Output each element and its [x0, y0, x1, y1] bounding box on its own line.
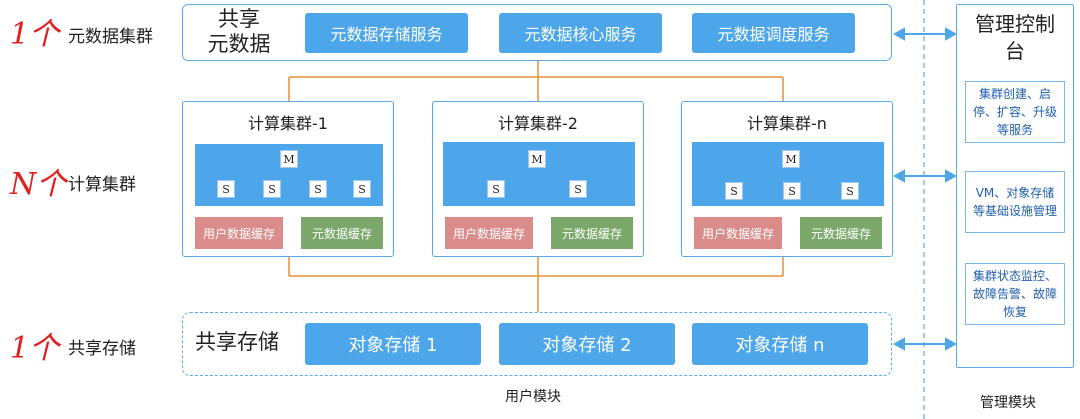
- metadata-cache: 元数据缓存: [551, 217, 633, 249]
- metadata-cache: 元数据缓存: [800, 217, 882, 249]
- compute-cluster-1[interactable]: 计算集群-1 M S S S S 用户数据缓存 元数据缓存: [182, 101, 394, 257]
- shared-metadata-panel: 共享 元数据 元数据存储服务 元数据核心服务 元数据调度服务: [182, 4, 892, 61]
- slave-node: S: [841, 182, 859, 200]
- shared-storage-count: 1个: [10, 331, 60, 366]
- node-band: M S S S: [692, 142, 884, 206]
- compute-cluster-count: N个: [10, 167, 67, 202]
- slave-node: S: [353, 180, 371, 198]
- cluster-monitoring-service[interactable]: 集群状态监控、故障告警、故障恢复: [965, 263, 1065, 325]
- metadata-cache: 元数据缓存: [301, 217, 383, 249]
- metadata-cluster-count: 1个: [10, 17, 60, 52]
- metadata-scheduling-service[interactable]: 元数据调度服务: [692, 13, 855, 53]
- node-band: M S S S S: [195, 144, 383, 206]
- slave-node: S: [217, 180, 235, 198]
- cluster-title: 计算集群-2: [498, 114, 578, 133]
- management-module-label: 管理模块: [980, 395, 1036, 411]
- user-module-label: 用户模块: [505, 389, 561, 405]
- shared-metadata-title-line1: 共享: [218, 7, 260, 31]
- slave-node: S: [263, 180, 281, 198]
- shared-storage-panel: 共享存储 对象存储 1 对象存储 2 对象存储 n: [182, 312, 892, 376]
- slave-node: S: [487, 180, 505, 198]
- cluster-title: 计算集群-1: [248, 114, 328, 133]
- compute-cluster-n[interactable]: 计算集群-n M S S S 用户数据缓存 元数据缓存: [681, 101, 893, 257]
- user-data-cache: 用户数据缓存: [195, 217, 283, 249]
- metadata-cluster-label: 元数据集群: [68, 27, 153, 47]
- user-data-cache: 用户数据缓存: [694, 217, 782, 249]
- infrastructure-management[interactable]: VM、对象存储等基础设施管理: [965, 171, 1065, 233]
- master-node: M: [782, 150, 800, 168]
- master-node: M: [280, 150, 298, 168]
- management-console-title: 管理控制台: [975, 12, 1055, 63]
- cluster-title: 计算集群-n: [747, 114, 827, 133]
- metadata-core-service[interactable]: 元数据核心服务: [499, 13, 662, 53]
- node-band: M S S: [443, 142, 635, 206]
- object-storage-2[interactable]: 对象存储 2: [499, 323, 675, 365]
- metadata-storage-service[interactable]: 元数据存储服务: [305, 13, 468, 53]
- cluster-lifecycle-service[interactable]: 集群创建、启停、扩容、升级等服务: [965, 81, 1065, 143]
- slave-node: S: [725, 182, 743, 200]
- user-data-cache: 用户数据缓存: [445, 217, 533, 249]
- management-arrows: [892, 27, 958, 351]
- shared-metadata-title-line2: 元数据: [207, 32, 271, 56]
- master-node: M: [528, 150, 546, 168]
- compute-cluster-2[interactable]: 计算集群-2 M S S 用户数据缓存 元数据缓存: [432, 101, 644, 257]
- shared-storage-label: 共享存储: [68, 339, 136, 359]
- object-storage-n[interactable]: 对象存储 n: [692, 323, 868, 365]
- shared-metadata-title: 共享 元数据: [199, 7, 279, 57]
- object-storage-1[interactable]: 对象存储 1: [305, 323, 481, 365]
- slave-node: S: [783, 182, 801, 200]
- slave-node: S: [309, 180, 327, 198]
- slave-node: S: [569, 180, 587, 198]
- shared-storage-title: 共享存储: [195, 330, 279, 354]
- compute-cluster-label: 计算集群: [68, 175, 136, 195]
- management-console-panel: 管理控制台 集群创建、启停、扩容、升级等服务 VM、对象存储等基础设施管理 集群…: [956, 4, 1074, 368]
